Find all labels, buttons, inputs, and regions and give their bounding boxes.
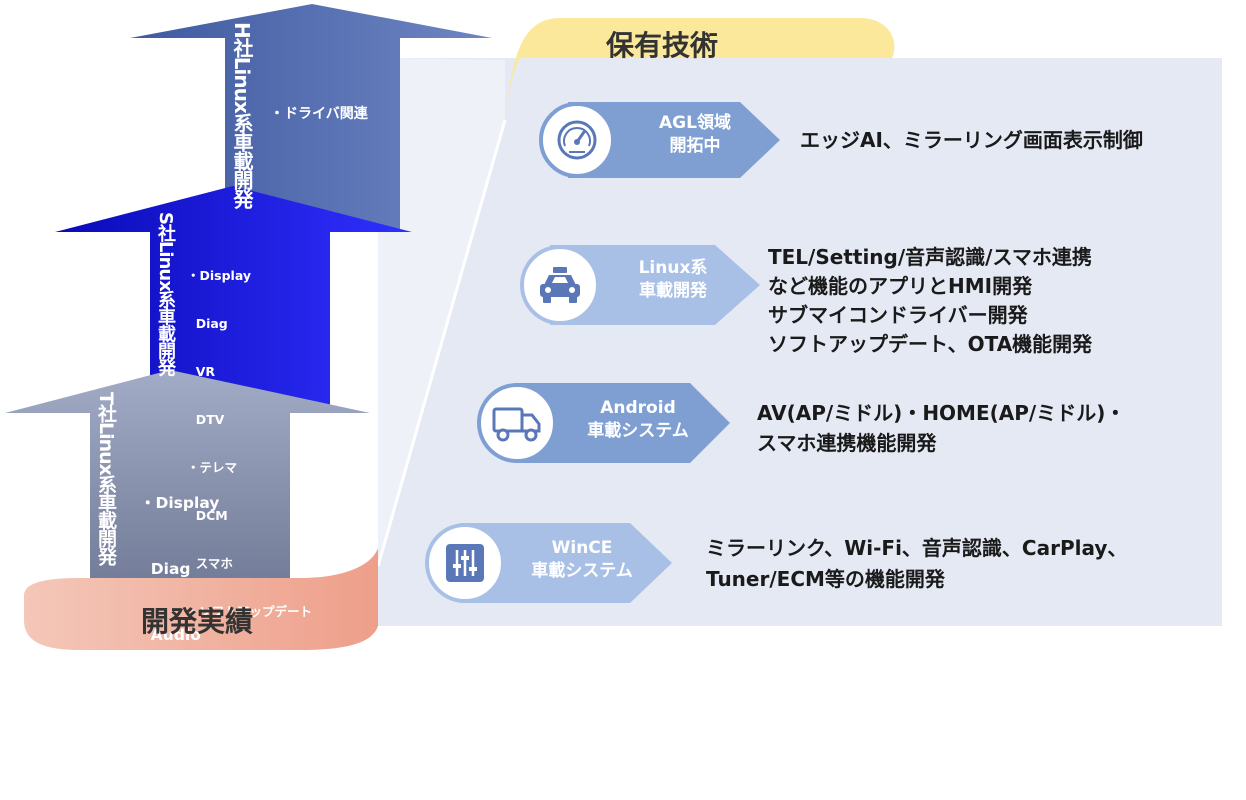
list-item: Audio [140,626,201,644]
list-item: ・ドライバ関連 [270,106,368,122]
list-item: ・Display [140,494,220,512]
list-item: ・Display [187,268,252,283]
list-item: ・ R&D [140,758,200,776]
arrow-t-shape [5,370,370,600]
list-item: Diag [187,316,228,331]
label-shape-wince [460,523,672,603]
list-item: Diag [140,560,191,578]
label-shape-linux [550,245,760,325]
label-shape-agl [568,102,780,178]
row-wince-icon-circle [425,523,505,603]
list-item: スマホ [187,556,233,571]
list-item: ・ソフトアップデート [187,604,313,619]
car-icon [540,267,580,303]
row-linux-label: Linux系 車載開発 [638,258,708,301]
row-wince-description: ミラーリンク、Wi-Fi、音声認識、CarPlay、 Tuner/ECM等の機能… [706,536,1128,591]
row-android-label: Android 車載システム [587,398,689,441]
technologies-title: 保有技術 [606,29,719,62]
equalizer-icon [446,544,484,582]
list-item: ・ HMI [140,692,196,710]
list-item: VR [187,364,216,379]
title-tab-shape [505,18,895,120]
arrow-s-title: S社Linux系車載開発 [155,212,176,376]
speedometer-icon [557,120,597,160]
list-item: DCM [187,508,228,523]
row-linux-icon-circle [520,245,600,325]
arrow-h-items: ・ドライバ関連 [270,64,368,144]
arrow-h-shape [130,4,492,232]
row-agl-label: AGL領域 開拓中 [659,113,731,156]
row-agl-description: エッジAI、ミラーリング画面表示制御 [800,128,1143,152]
row-agl-icon-circle [539,102,615,178]
achievements-title: 開発実績 [141,605,254,638]
row-linux-description: TEL/Setting/音声認識/スマホ連携 など機能のアプリとHMI開発 サブ… [768,245,1093,356]
list-item: ・テレマ [187,460,238,475]
achievements-tab-shape [24,548,378,650]
funnel-wedge [378,58,505,560]
row-wince-label: WinCE 車載システム [531,538,633,581]
truck-icon [492,407,541,442]
row-android-icon-circle [477,383,557,463]
label-shape-android [515,383,730,463]
arrow-t-title: T社Linux系車載開発 [95,392,117,565]
arrow-s-items: ・Display Diag VR DTV ・テレマ DCM スマホ ・ソフトアッ… [187,236,312,636]
arrow-s-shape [55,186,412,410]
diagram-background [5,4,1222,650]
row-android-description: AV(AP/ミドル)・HOME(AP/ミドル)・ スマホ連携機能開発 [757,401,1126,455]
arrow-h-title: H社Linux系車載開発 [230,22,254,208]
list-item: DTV [187,412,225,427]
